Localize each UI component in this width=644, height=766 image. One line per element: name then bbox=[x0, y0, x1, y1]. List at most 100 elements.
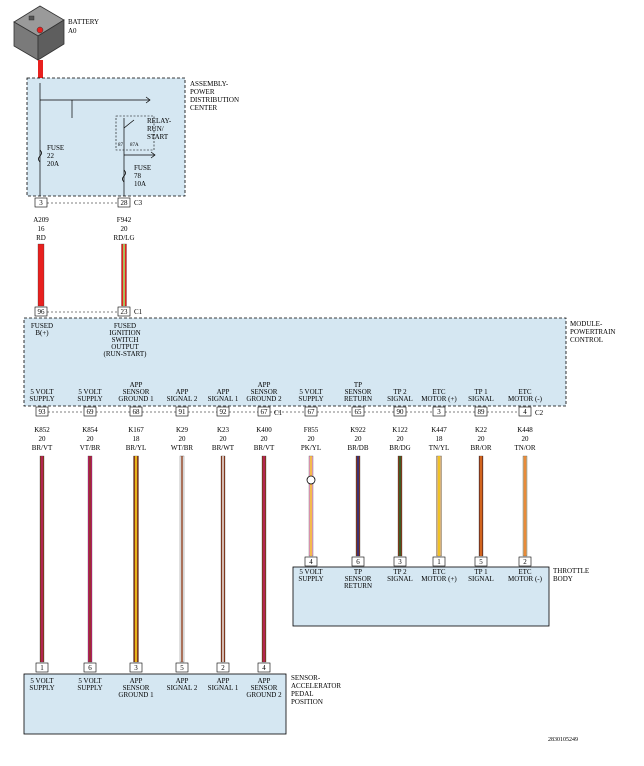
svg-text:WT/BR: WT/BR bbox=[171, 444, 193, 452]
svg-text:96: 96 bbox=[38, 308, 46, 316]
app-sensor-title: SENSOR- ACCELERATOR PEDAL POSITION bbox=[291, 674, 341, 706]
pcm-pin-65 bbox=[351, 406, 365, 417]
svg-text:SIGNAL 2: SIGNAL 2 bbox=[167, 684, 198, 692]
svg-text:SENSOR-: SENSOR- bbox=[291, 674, 321, 682]
svg-text:18: 18 bbox=[436, 435, 444, 443]
svg-text:ASSEMBLY-: ASSEMBLY- bbox=[190, 80, 229, 88]
svg-text:APP: APP bbox=[176, 677, 189, 685]
svg-text:SWITCH: SWITCH bbox=[112, 336, 139, 344]
svg-text:POWER: POWER bbox=[190, 88, 215, 96]
svg-text:3: 3 bbox=[39, 199, 43, 207]
wire-k122 bbox=[397, 455, 403, 557]
svg-text:SENSOR: SENSOR bbox=[345, 388, 372, 396]
svg-text:3: 3 bbox=[134, 664, 138, 672]
svg-text:F942: F942 bbox=[117, 216, 132, 224]
wire-k23 bbox=[220, 455, 226, 663]
svg-text:GROUND 2: GROUND 2 bbox=[246, 395, 282, 403]
svg-text:20: 20 bbox=[522, 435, 530, 443]
svg-text:67: 67 bbox=[308, 408, 316, 416]
svg-text:K852: K852 bbox=[34, 426, 50, 434]
svg-text:20: 20 bbox=[478, 435, 486, 443]
svg-text:1: 1 bbox=[40, 664, 44, 672]
pcm-pin-23 bbox=[117, 306, 131, 317]
svg-text:SENSOR: SENSOR bbox=[345, 575, 372, 583]
svg-text:67: 67 bbox=[261, 408, 269, 416]
wire-k852 bbox=[39, 455, 45, 663]
wire-k854 bbox=[87, 455, 93, 663]
svg-text:OUTPUT: OUTPUT bbox=[111, 343, 139, 351]
svg-text:4: 4 bbox=[523, 408, 527, 416]
pcm-pin-93 bbox=[35, 406, 49, 417]
svg-text:20: 20 bbox=[87, 435, 95, 443]
svg-text:78: 78 bbox=[134, 172, 142, 180]
svg-text:SIGNAL: SIGNAL bbox=[387, 575, 413, 583]
svg-text:16: 16 bbox=[38, 225, 46, 233]
svg-text:APP: APP bbox=[130, 677, 143, 685]
pcm-label-fused-b: FUSED B(+) bbox=[31, 322, 53, 337]
svg-text:20: 20 bbox=[308, 435, 316, 443]
svg-text:K29: K29 bbox=[176, 426, 189, 434]
app-sensor-pin-6 bbox=[83, 662, 97, 673]
svg-text:TP: TP bbox=[354, 381, 362, 389]
svg-text:6: 6 bbox=[356, 558, 360, 566]
svg-text:GROUND 2: GROUND 2 bbox=[246, 691, 282, 699]
svg-text:6: 6 bbox=[88, 664, 92, 672]
svg-text:MOTOR (-): MOTOR (-) bbox=[508, 395, 543, 403]
svg-text:20: 20 bbox=[39, 435, 47, 443]
svg-text:B(+): B(+) bbox=[35, 329, 49, 337]
pcm-box bbox=[23, 317, 567, 407]
svg-text:4: 4 bbox=[309, 558, 313, 566]
wire-k448 bbox=[522, 455, 528, 557]
svg-text:K23: K23 bbox=[217, 426, 230, 434]
svg-text:A209: A209 bbox=[33, 216, 49, 224]
pcm-bottom-connector-c1: C1 bbox=[274, 409, 283, 417]
svg-text:5 VOLT: 5 VOLT bbox=[78, 677, 102, 685]
svg-text:(RUN-START): (RUN-START) bbox=[104, 350, 148, 358]
relay-label: RELAY- RUN/ START bbox=[147, 117, 172, 141]
svg-text:TN/YL: TN/YL bbox=[429, 444, 450, 452]
svg-text:RETURN: RETURN bbox=[344, 395, 372, 403]
svg-text:K122: K122 bbox=[392, 426, 408, 434]
svg-text:SIGNAL: SIGNAL bbox=[468, 395, 494, 403]
svg-text:APP: APP bbox=[217, 388, 230, 396]
app-sensor-pin-1 bbox=[35, 662, 49, 673]
svg-text:SUPPLY: SUPPLY bbox=[298, 575, 323, 583]
pdc-title: ASSEMBLY- POWER DISTRIBUTION CENTER bbox=[190, 80, 239, 112]
svg-text:22: 22 bbox=[47, 152, 55, 160]
battery-icon bbox=[13, 5, 65, 61]
svg-text:K400: K400 bbox=[256, 426, 272, 434]
svg-text:THROTTLE: THROTTLE bbox=[553, 567, 589, 575]
svg-text:BR/DG: BR/DG bbox=[389, 444, 410, 452]
svg-text:2: 2 bbox=[221, 664, 225, 672]
svg-text:20A: 20A bbox=[47, 160, 59, 168]
battery-name: BATTERY bbox=[68, 18, 99, 26]
wire-k922 bbox=[355, 455, 361, 557]
svg-text:BR/VT: BR/VT bbox=[32, 444, 53, 452]
pdc-pin-28 bbox=[117, 197, 131, 208]
svg-text:RUN/: RUN/ bbox=[147, 125, 164, 133]
wire-k22 bbox=[478, 455, 484, 557]
pcm-pin-89 bbox=[474, 406, 488, 417]
svg-text:FUSE: FUSE bbox=[134, 164, 151, 172]
svg-text:GROUND 1: GROUND 1 bbox=[118, 395, 154, 403]
svg-text:PEDAL: PEDAL bbox=[291, 690, 314, 698]
svg-text:ETC: ETC bbox=[432, 388, 446, 396]
app-sensor-pin-2 bbox=[216, 662, 230, 673]
svg-text:SENSOR: SENSOR bbox=[123, 388, 150, 396]
svg-text:ETC: ETC bbox=[518, 388, 532, 396]
app-sensor-pin-3 bbox=[129, 662, 143, 673]
battery-code: A0 bbox=[68, 27, 77, 35]
svg-text:20: 20 bbox=[397, 435, 405, 443]
